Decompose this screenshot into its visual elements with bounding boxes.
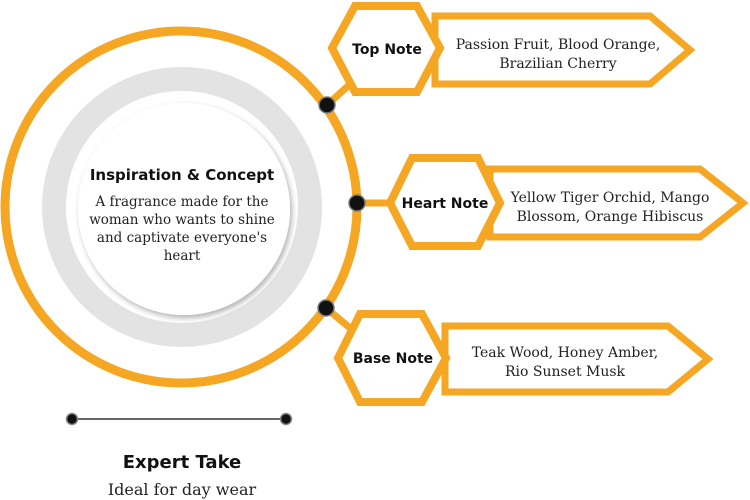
heart-dot-icon [348,194,366,212]
top-dot-icon [318,96,336,114]
top-note-line-1: Passion Fruit, Blood Orange, [456,37,661,53]
heart-note-hexagon [385,154,505,250]
expert-title: Expert Take [123,452,242,473]
concept-line-1: A fragrance made for the [95,194,269,210]
base-note-line-2: Rio Sunset Musk [505,364,626,380]
expert-text: Ideal for day wear [108,480,257,499]
heart-note-label: Heart Note [402,196,489,212]
base-dot-icon [317,299,335,317]
concept-line-3: and captivate everyone's [97,230,267,246]
top-note-line-2: Brazilian Cherry [499,56,616,72]
base-note-box [441,322,714,396]
heart-note: Heart Note Yellow Tiger Orchid, Mango Bl… [385,154,749,250]
concept-circle [78,103,290,315]
heart-note-line-2: Blossom, Orange Hibiscus [517,209,704,225]
top-note-label: Top Note [352,42,422,58]
gray-ring [42,67,322,347]
divider-dot-left-icon [65,412,79,426]
top-note: Top Note Passion Fruit, Blood Orange, Br… [327,1,696,96]
concept-title: Inspiration & Concept [90,166,274,184]
base-note-line-1: Teak Wood, Honey Amber, [472,345,659,361]
concept-line-2: woman who wants to shine [89,212,275,228]
top-note-box [431,12,696,88]
base-note-label: Base Note [353,351,433,367]
heart-note-line-1: Yellow Tiger Orchid, Mango [510,190,710,206]
top-note-hexagon [327,1,445,96]
concept-line-4: heart [164,248,201,264]
divider-dot-right-icon [279,412,293,426]
base-note-hexagon [333,310,451,406]
base-note: Base Note Teak Wood, Honey Amber, Rio Su… [333,310,714,406]
